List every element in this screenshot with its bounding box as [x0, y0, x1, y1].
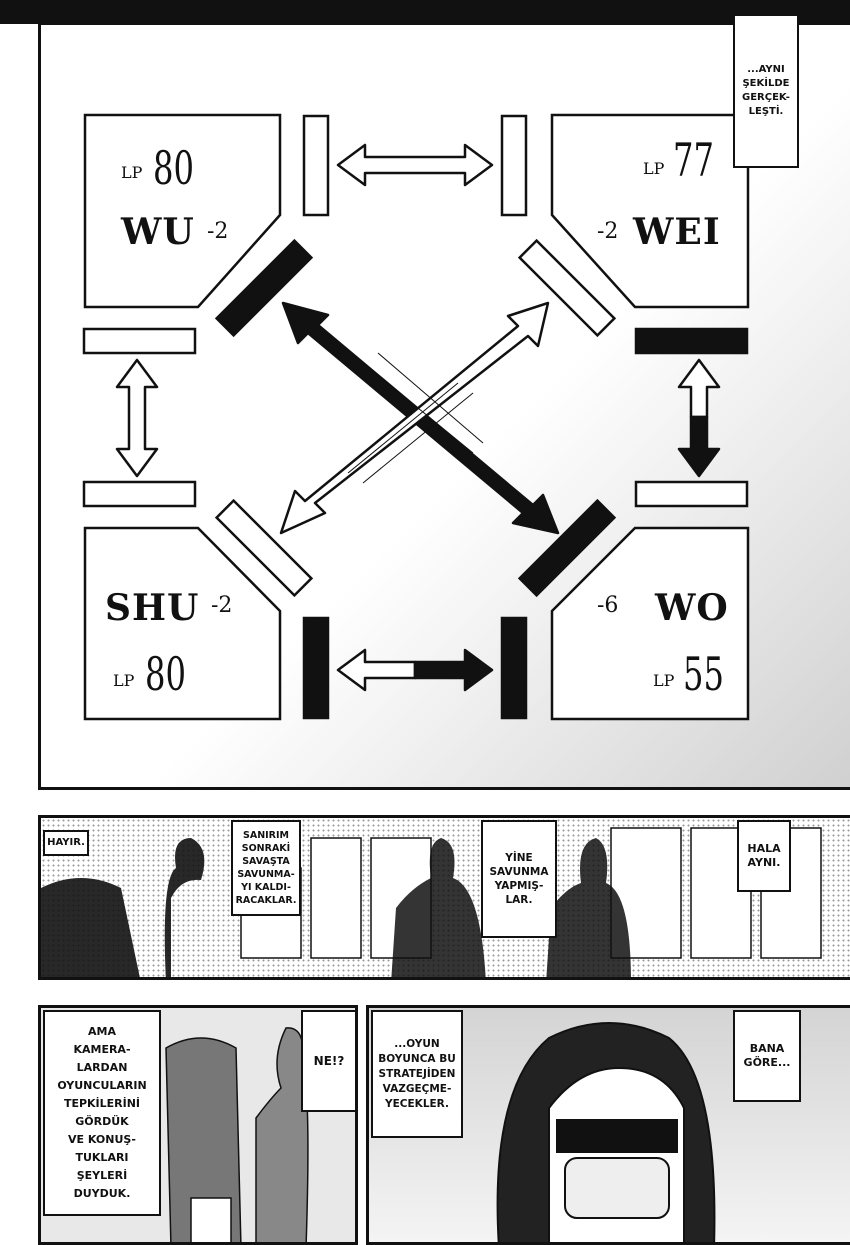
wo-lp-value: 55	[683, 647, 724, 701]
shu-name: SHU	[105, 587, 200, 629]
wei-box	[550, 113, 750, 309]
arrow-top	[336, 143, 494, 187]
sunglasses	[556, 1119, 678, 1153]
wei-lp-value: 77	[673, 133, 714, 187]
bar-wo-diag	[517, 498, 617, 598]
bar-wo-right	[634, 480, 749, 508]
shu-lp-label: LP	[113, 671, 135, 690]
man-with-glasses	[255, 1027, 309, 1242]
two-men-art	[165, 1027, 309, 1242]
caption-sanirim: SANIRIM SONRAKİ SAVAŞTA SAVUNMA- YI KALD…	[231, 820, 301, 916]
caption-hala: HALA AYNI.	[737, 820, 791, 892]
shu-lp-value: 80	[145, 647, 186, 701]
board-diagram	[82, 113, 750, 721]
control-room-panel: HAYIR. SANIRIM SONRAKİ SAVAŞTA SAVUNMA- …	[38, 815, 850, 980]
wo-name: WO	[655, 587, 729, 629]
wei-mod: -2	[597, 219, 619, 244]
wei-lp-label: LP	[643, 159, 665, 178]
caption-ayni-sekilde: ...AYNI ŞEKİLDE GERÇEK- LEŞTİ.	[733, 14, 799, 168]
operator-left	[164, 838, 205, 977]
bar-wo-bottom	[500, 616, 528, 720]
wei-name: WEI	[633, 211, 721, 253]
arrow-bottom-left	[336, 648, 417, 692]
control-room-art	[41, 827, 822, 977]
bar-shu-left	[82, 480, 197, 508]
arrow-right-up	[677, 358, 721, 419]
wo-mod: -6	[597, 593, 619, 618]
bar-wei-right	[634, 327, 749, 355]
wu-lp-value: 80	[153, 141, 194, 195]
bar-wu-left	[82, 327, 197, 355]
caption-bana-gore: BANA GÖRE...	[733, 1010, 801, 1102]
operator-right	[546, 838, 631, 977]
bar-shu-bottom	[302, 616, 330, 720]
face-mask	[564, 1157, 670, 1219]
caption-yine: YİNE SAVUNMA YAPMIŞ- LAR.	[481, 820, 557, 938]
shu-box	[83, 526, 282, 721]
operator-center	[391, 838, 486, 977]
caption-oyun-boyunca: ...OYUN BOYUNCA BU STRATEJİDEN VAZGEÇME-…	[371, 1010, 463, 1138]
bar-shu-diag	[214, 498, 314, 598]
wu-mod: -2	[207, 219, 229, 244]
wo-lp-label: LP	[653, 671, 675, 690]
shu-mod: -2	[211, 593, 233, 618]
caption-hayir: HAYIR.	[43, 830, 89, 856]
two-men-panel: AMA KAMERA- LARDAN OYUNCULARIN TEPKİLERİ…	[38, 1005, 358, 1245]
man-in-suit	[165, 1037, 242, 1242]
wu-name: WU	[121, 211, 195, 253]
bar-wu-top	[302, 114, 330, 217]
bar-wu-diag	[214, 238, 314, 338]
board-panel: LP 80 WU -2 LP 77 -2 WEI SHU -2 LP 80 -6…	[38, 22, 850, 790]
arrow-bottom-right	[413, 648, 494, 692]
woman-panel: ...OYUN BOYUNCA BU STRATEJİDEN VAZGEÇME-…	[366, 1005, 850, 1245]
wu-lp-label: LP	[121, 163, 143, 182]
top-black-bar	[0, 0, 850, 24]
arrow-left	[115, 358, 159, 478]
caption-ama-kameralardan: AMA KAMERA- LARDAN OYUNCULARIN TEPKİLERİ…	[43, 1010, 161, 1216]
caption-ne: NE!?	[301, 1010, 355, 1112]
arrow-right-down	[677, 415, 721, 478]
bar-wei-top	[500, 114, 528, 217]
bar-wei-diag	[517, 238, 617, 338]
wo-box	[550, 526, 750, 721]
wu-box	[83, 113, 282, 309]
woman-art	[496, 1022, 716, 1242]
